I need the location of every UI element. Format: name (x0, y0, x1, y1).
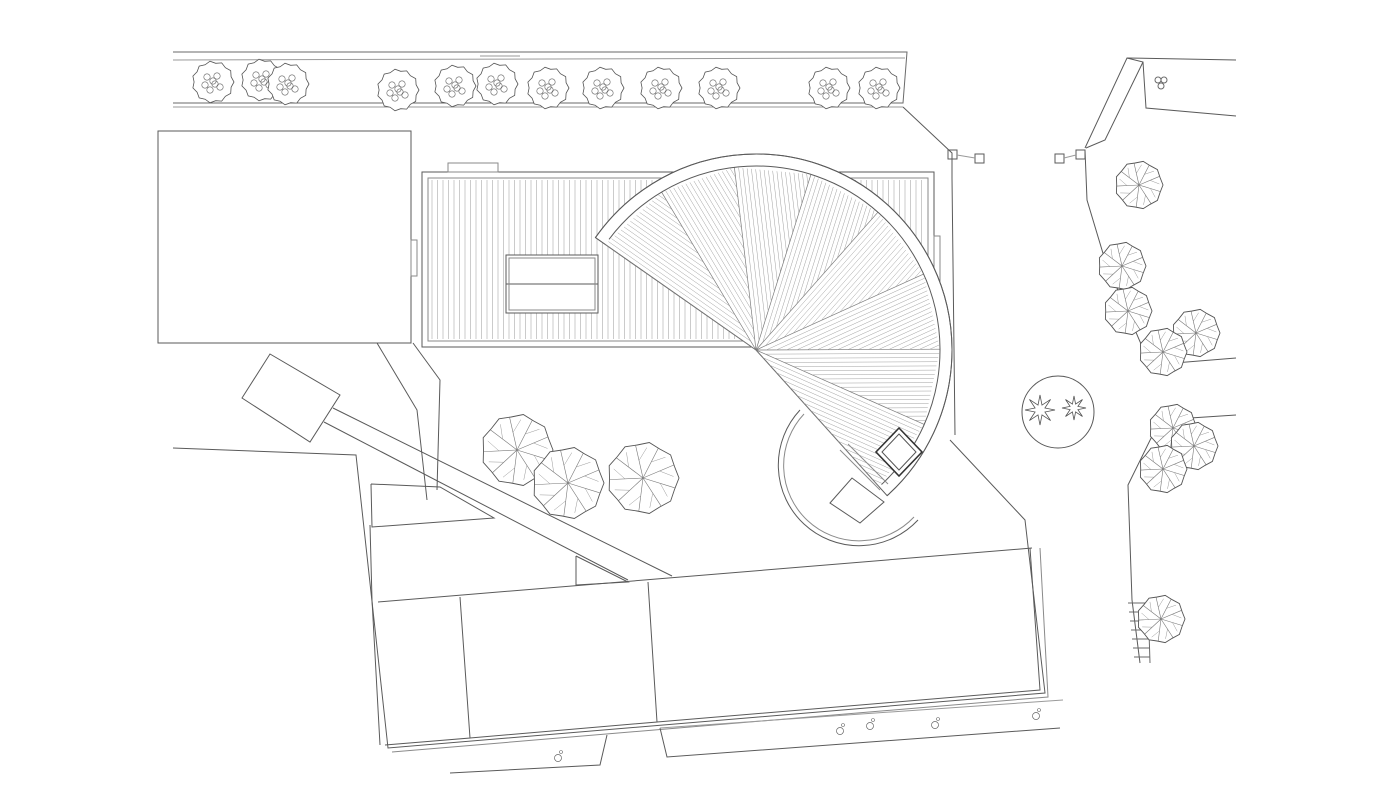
fan-rib (605, 244, 756, 350)
tree-canopy-icon (1140, 328, 1187, 375)
shrub-group (1025, 395, 1086, 425)
tree-canopy-icon (534, 448, 604, 519)
bollard-icon (1055, 154, 1064, 163)
post-icon (932, 718, 940, 729)
tree-canopy-icon (1116, 161, 1163, 208)
tree-canopy-icon (859, 67, 900, 109)
tree-canopy-icon (477, 63, 518, 105)
post-icon (555, 751, 563, 762)
tree-canopy-icon (699, 67, 740, 109)
tree-canopy-icon (378, 69, 419, 111)
shrub-icon (1062, 396, 1086, 420)
left-building (158, 131, 417, 343)
post-icon (837, 724, 845, 735)
street-tree-row (193, 59, 900, 111)
tree-canopy-icon (1099, 242, 1146, 289)
post-icon (867, 719, 875, 730)
skylight-icon (876, 428, 922, 476)
tree-canopy-icon (609, 443, 679, 514)
round-pavilion (778, 410, 922, 546)
tree-canopy-icon (1140, 445, 1187, 492)
tree-canopy-icon (583, 67, 624, 109)
bollard-icon (1076, 150, 1085, 159)
bollard-icon (975, 154, 984, 163)
diagonal-path (903, 107, 984, 435)
tree-canopy-icon (641, 67, 682, 109)
fan-roof-icon (595, 154, 952, 496)
tree-canopy-icon (483, 415, 553, 486)
tree-canopy-icon (809, 67, 850, 109)
bottom-sidewalk (450, 700, 1063, 773)
shrub-icon (1025, 395, 1055, 425)
tree-canopy-icon (435, 65, 476, 107)
tree-canopy-icon (1105, 287, 1152, 334)
post-icon (1033, 709, 1041, 720)
bollard-icon (948, 150, 957, 159)
tree-canopy-icon (1138, 595, 1185, 642)
tree-canopy-icon (193, 61, 234, 103)
lower-site (173, 343, 1048, 752)
tree-canopy-icon (528, 67, 569, 109)
tree-group (483, 161, 1220, 642)
tree-canopy-icon (268, 63, 309, 105)
diagonal-ramp (242, 354, 672, 580)
round-planter (1022, 376, 1094, 448)
bottom-posts (555, 709, 1041, 762)
